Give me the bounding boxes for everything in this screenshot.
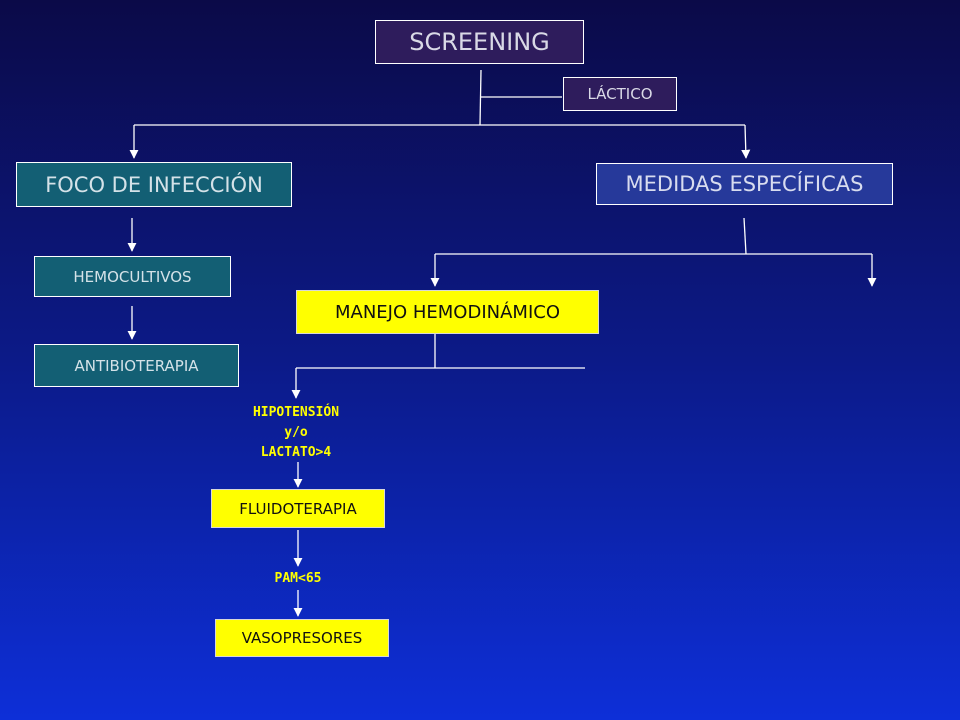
arrow-to-medidas (741, 124, 751, 159)
node-medidas-label: MEDIDAS ESPECÍFICAS (625, 172, 864, 196)
node-vasopresores-label: VASOPRESORES (241, 629, 363, 647)
node-foco-de-infeccion: FOCO DE INFECCIÓN (16, 162, 292, 207)
connector-screening-trunk (479, 69, 482, 126)
node-lactico: LÁCTICO (563, 77, 677, 111)
node-lactico-label: LÁCTICO (587, 85, 653, 103)
connector-medidas-trunk (743, 217, 747, 255)
node-antibioterapia-label: ANTIBIOTERAPIA (74, 356, 199, 375)
node-medidas-especificas: MEDIDAS ESPECÍFICAS (596, 163, 893, 205)
node-manejo-hemodinamico: MANEJO HEMODINÁMICO (296, 290, 599, 334)
edge-label-pam: PAM<65 (238, 569, 358, 589)
edge-label-hipotension-line-3: LACTATO>4 (260, 445, 332, 460)
edge-label-hipotension: HIPOTENSIÓN y/o LACTATO>4 (221, 403, 371, 463)
edge-label-pam-text: PAM<65 (274, 571, 322, 586)
node-hemocultivos-label: HEMOCULTIVOS (73, 267, 192, 286)
node-hemocultivos: HEMOCULTIVOS (34, 256, 231, 297)
edge-label-hipotension-line-2: y/o (284, 425, 308, 440)
node-vasopresores: VASOPRESORES (215, 619, 389, 657)
edge-label-hipotension-line-1: HIPOTENSIÓN (252, 405, 340, 420)
node-screening: SCREENING (375, 20, 584, 64)
node-screening-label: SCREENING (409, 28, 550, 56)
node-fluidoterapia: FLUIDOTERAPIA (211, 489, 385, 528)
node-antibioterapia: ANTIBIOTERAPIA (34, 344, 239, 387)
node-manejo-label: MANEJO HEMODINÁMICO (334, 301, 560, 323)
node-fluidoterapia-label: FLUIDOTERAPIA (239, 499, 357, 518)
node-foco-label: FOCO DE INFECCIÓN (45, 172, 263, 197)
